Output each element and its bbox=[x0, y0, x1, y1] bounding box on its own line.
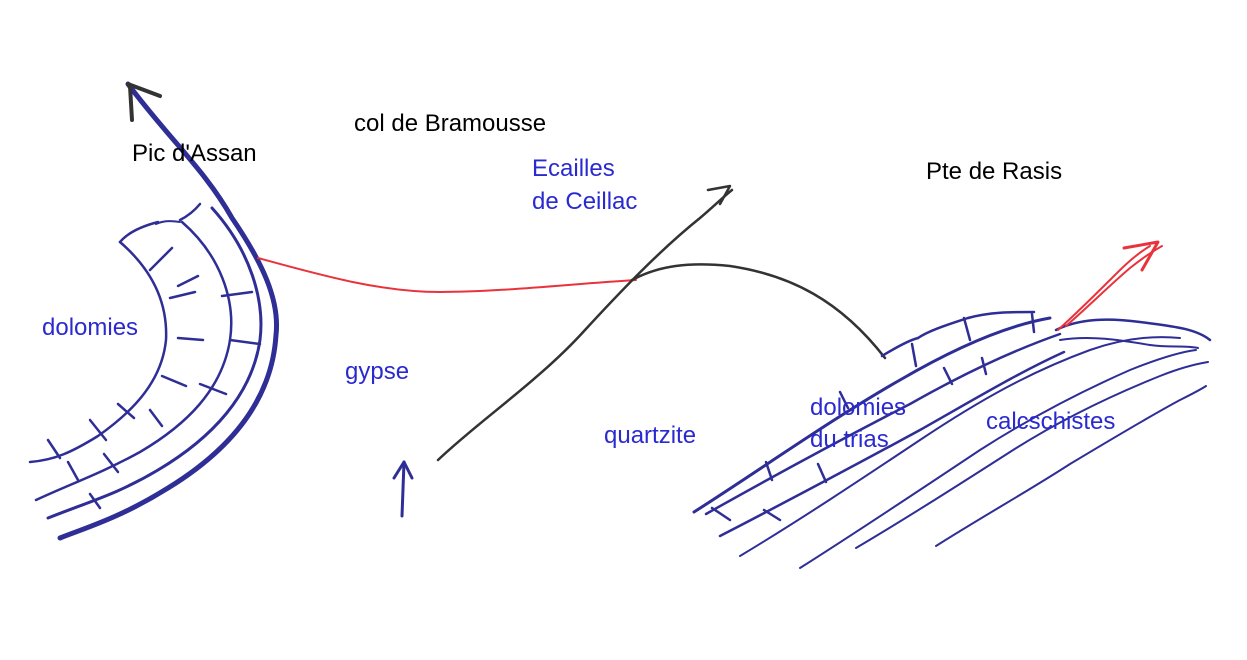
quartzite-boundary-curve bbox=[630, 263, 887, 360]
label-ecailles-line2: de Ceillac bbox=[532, 188, 638, 215]
label-dolomies-trias-line2: du trias bbox=[810, 426, 889, 453]
red-thrust-arrow bbox=[1057, 240, 1163, 331]
gypse-up-arrow bbox=[392, 460, 414, 518]
left-fault-arrow bbox=[126, 82, 162, 122]
label-col-bramousse: col de Bramousse bbox=[354, 110, 547, 137]
label-calcschistes: calcschistes bbox=[986, 408, 1116, 435]
right-dolomite-band bbox=[692, 310, 1066, 538]
label-dolomies-trias-line1: dolomies bbox=[810, 394, 907, 421]
label-quartzite: quartzite bbox=[604, 422, 697, 449]
label-gypse: gypse bbox=[345, 358, 410, 385]
label-pte-rasis: Pte de Rasis bbox=[926, 158, 1063, 185]
black-thrust-arrowhead bbox=[706, 184, 732, 206]
black-thrust-line bbox=[436, 188, 734, 462]
left-dolomite-band bbox=[28, 81, 280, 541]
label-dolomies-left: dolomies bbox=[42, 314, 139, 341]
label-ecailles-line1: Ecailles bbox=[532, 155, 615, 182]
label-pic-assan: Pic d'Assan bbox=[132, 140, 257, 167]
calcschistes-lines bbox=[739, 318, 1212, 569]
red-thrust-line bbox=[257, 257, 637, 293]
